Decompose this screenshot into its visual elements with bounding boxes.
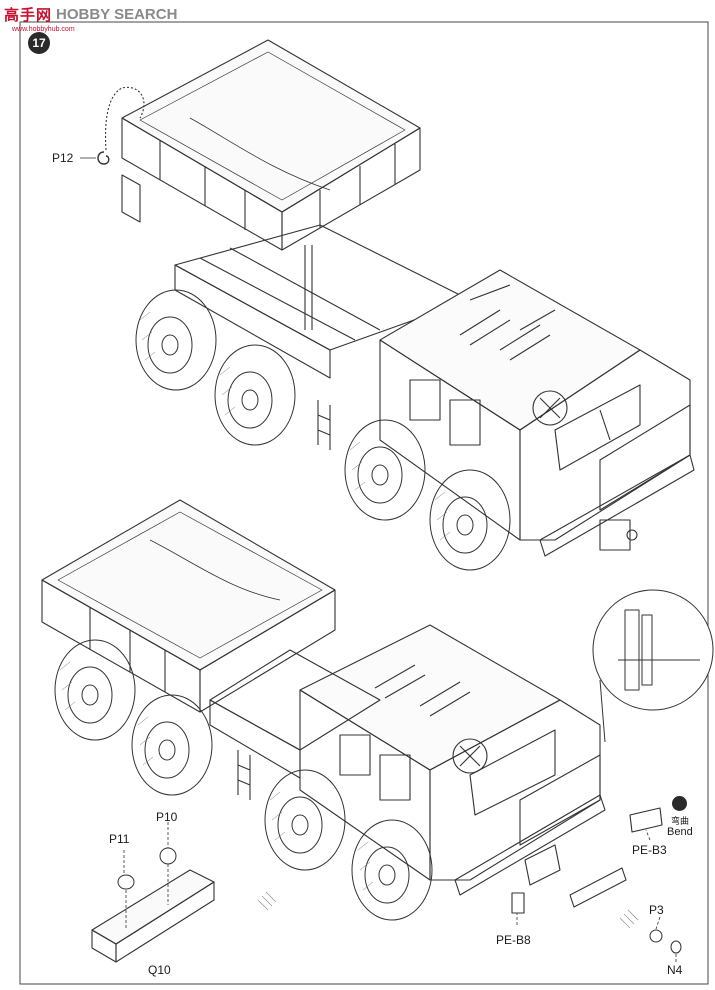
p11-callout-label: P11 — [109, 832, 130, 846]
p3-callout-label: P3 — [649, 903, 664, 917]
p12-hook-part — [97, 151, 110, 165]
p11-part — [117, 874, 135, 890]
n4-callout-label: N4 — [667, 963, 683, 977]
detail-magnifier — [592, 589, 714, 743]
q10-part — [91, 869, 215, 963]
watermark-site-name: 高手网 — [4, 6, 53, 24]
watermark-url: www.hobbyhub.com — [12, 26, 75, 33]
p12-callout-label: P12 — [52, 151, 74, 165]
bend-label-cn: 弯曲 — [671, 816, 690, 826]
step-number-badge: 17 — [28, 32, 50, 54]
bend-label-en: Bend — [667, 826, 693, 838]
pe-b3-callout-label: PE-B3 — [632, 843, 667, 857]
raised-dump-body — [121, 39, 421, 251]
watermark-brand: HOBBY SEARCH — [56, 6, 178, 23]
pe-b8-plate — [511, 892, 525, 914]
p3-part — [649, 929, 663, 943]
pe-b8-callout-label: PE-B8 — [496, 933, 531, 947]
pe-b3-bracket — [629, 807, 663, 833]
top-truck-cab — [379, 269, 695, 557]
p10-callout-label: P10 — [156, 810, 178, 824]
bottom-truck-cab — [299, 624, 606, 896]
q10-callout-label: Q10 — [148, 963, 171, 977]
bottom-truck-wheels — [54, 639, 433, 921]
site-watermark: 高手网 HOBBY SEARCH — [4, 4, 177, 25]
bend-icon — [672, 796, 687, 811]
lowered-dump-body — [41, 499, 336, 713]
p10-part — [159, 847, 177, 865]
n4-part — [670, 940, 682, 954]
top-truck-wheels — [135, 289, 511, 571]
